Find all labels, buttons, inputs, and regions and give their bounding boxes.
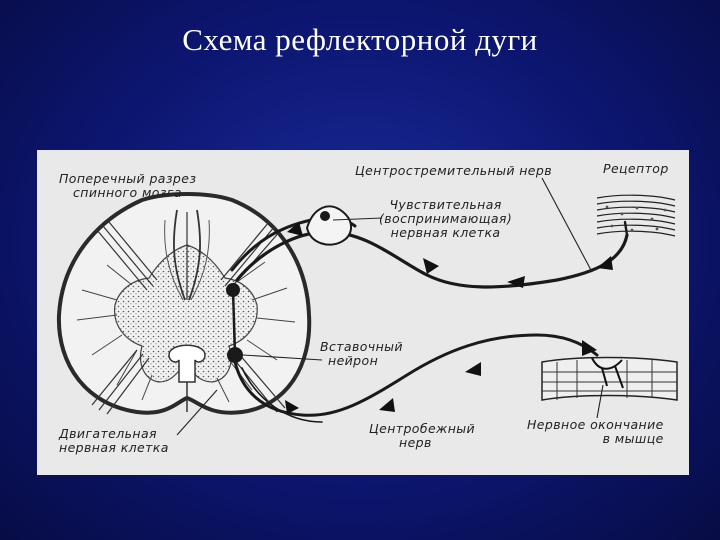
label-receptor: Рецептор <box>603 161 669 176</box>
receptor <box>596 194 676 237</box>
sensory-neuron <box>305 205 352 246</box>
label-interneuron: Вставочный нейрон <box>320 339 403 368</box>
slide-title: Схема рефлекторной дуги <box>182 22 538 57</box>
label-sensory-cell: Чувствительная (воспринимающая) нервная … <box>379 197 513 240</box>
central-canal <box>168 344 206 383</box>
direction-arrows <box>285 222 613 414</box>
label-nerve-ending: Нервное окончание в мышце <box>527 417 664 446</box>
muscle-with-nerve-ending <box>541 356 678 401</box>
reflex-arc-figure: Поперечный разрез спинного мозга Центрос… <box>37 150 689 475</box>
efferent-pathway <box>233 333 599 423</box>
label-afferent-nerve: Центростремительный нерв <box>355 163 552 178</box>
dorsal-median-septum <box>173 209 201 301</box>
label-motor-cell: Двигательная нервная клетка <box>59 426 169 455</box>
label-efferent-nerve: Центробежный нерв <box>369 421 476 450</box>
reflex-arc-drawing <box>56 177 678 436</box>
leader-lines <box>176 177 604 436</box>
spinal-cord-cross-section <box>56 192 312 415</box>
label-cross-section: Поперечный разрез спинного мозга <box>59 171 197 200</box>
